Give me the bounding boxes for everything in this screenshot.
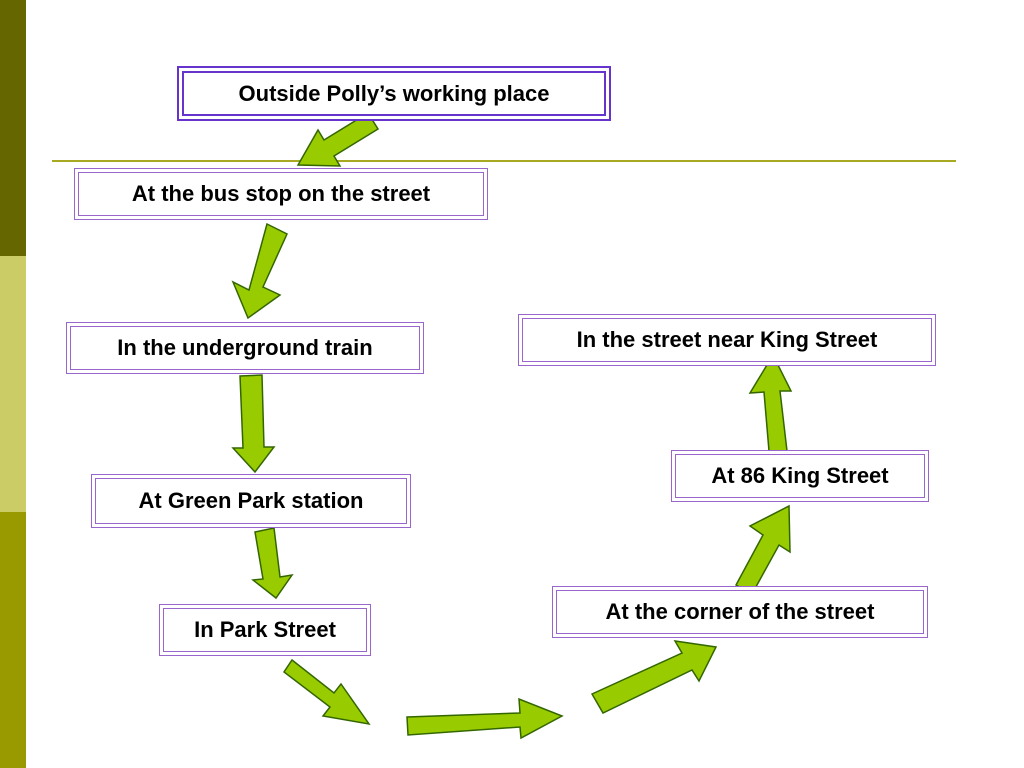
side-bar-bottom bbox=[0, 512, 26, 768]
step-label: In the underground train bbox=[70, 326, 420, 370]
step-bus-stop: At the bus stop on the street bbox=[74, 168, 488, 220]
step-label: Outside Polly’s working place bbox=[182, 71, 606, 116]
side-bar-top bbox=[0, 0, 26, 256]
arrow-to-park-street bbox=[251, 527, 294, 600]
step-label: In the street near King Street bbox=[522, 318, 932, 362]
arrow-bottom-horizontal bbox=[406, 697, 564, 740]
arrow-to-corner bbox=[590, 640, 718, 714]
step-label: In Park Street bbox=[163, 608, 367, 652]
step-label: At Green Park station bbox=[95, 478, 407, 524]
step-label: At 86 King Street bbox=[675, 454, 925, 498]
arrow-to-street-near-king-street bbox=[748, 353, 793, 452]
step-park-street: In Park Street bbox=[159, 604, 371, 656]
step-outside-working-place: Outside Polly’s working place bbox=[177, 66, 611, 121]
step-underground-train: In the underground train bbox=[66, 322, 424, 374]
arrow-to-underground-train bbox=[231, 222, 288, 320]
step-green-park-station: At Green Park station bbox=[91, 474, 411, 528]
step-label: At the bus stop on the street bbox=[78, 172, 484, 216]
step-street-near-king-street: In the street near King Street bbox=[518, 314, 936, 366]
arrow-to-86-king-street bbox=[734, 504, 791, 596]
step-86-king-street: At 86 King Street bbox=[671, 450, 929, 502]
arrow-park-street-out bbox=[282, 658, 371, 726]
arrow-to-bus-stop bbox=[296, 111, 380, 167]
step-corner-of-street: At the corner of the street bbox=[552, 586, 928, 638]
step-label: At the corner of the street bbox=[556, 590, 924, 634]
arrow-to-green-park bbox=[231, 374, 276, 474]
side-bar-middle bbox=[0, 256, 26, 512]
divider-line bbox=[52, 160, 956, 162]
